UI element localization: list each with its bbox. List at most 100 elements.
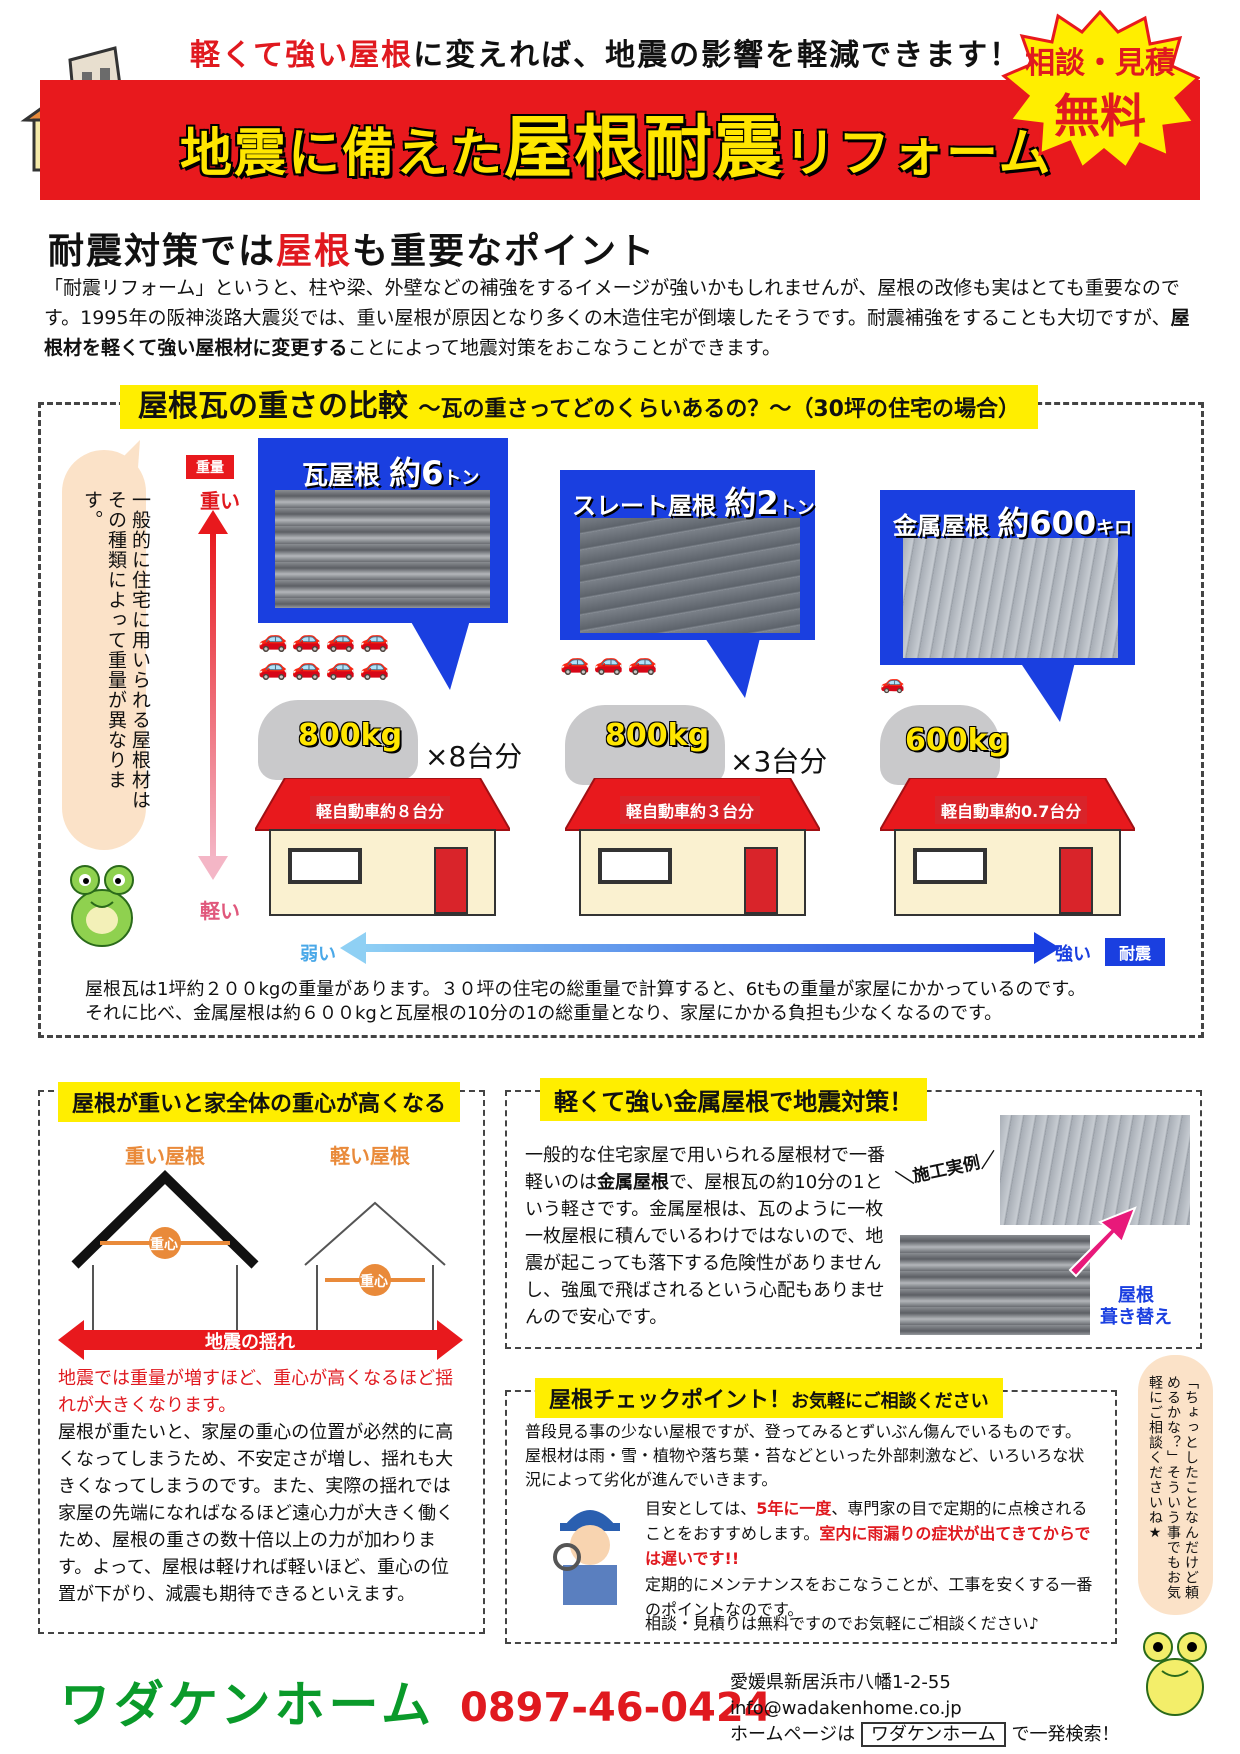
inspector-illustration	[545, 1495, 635, 1609]
intro-heading: 耐震対策では屋根も重要なポイント	[48, 222, 656, 274]
check-body-1: 普段見る事の少ない屋根ですが、登ってみるとずいぶん傷んでいるものです。屋根材は雨…	[525, 1422, 1085, 1489]
roof-unit-metal: キロ	[1096, 518, 1133, 539]
car-icons-metal: 🚗	[880, 670, 905, 694]
comparison-title: 屋根瓦の重さの比較 ～瓦の重さってどのくらいあるの？～（30坪の住宅の場合）	[120, 385, 1038, 429]
light-label: 軽い	[200, 899, 240, 923]
bubble-tail-metal	[1020, 662, 1075, 722]
phone-number[interactable]: 0897-46-0424	[460, 1685, 772, 1731]
metal-body-a: 一般的な住宅家屋で用いられる屋根材で一番軽いのは	[525, 1145, 885, 1193]
car-slate	[565, 705, 725, 785]
roof-unit-slate: トン	[778, 498, 815, 519]
metal-body-b: で、屋根瓦の約10分の1という軽さです。金属屋根は、瓦のように一枚一枚屋根に積ん…	[525, 1172, 885, 1328]
car-icons-tile: 🚗🚗🚗🚗🚗🚗🚗🚗	[258, 625, 394, 681]
quake-arrow	[58, 1320, 463, 1360]
after-photo	[1000, 1115, 1190, 1225]
check-body-2b: 、専門家の目で定期的に点検されることをおすすめします。	[645, 1499, 1088, 1543]
gravity-red-text: 地震では重量が増すほど、重心が高くなるほど揺れが大きくなります。	[58, 1368, 454, 1416]
homepage-line: ホームページは ワダケンホーム で一発検索！	[730, 1722, 1120, 1748]
gravity-title: 屋根が重いと家全体の重心が高くなる	[58, 1082, 461, 1122]
roof-name-tile: 瓦屋根	[302, 461, 381, 491]
quake-label: 地震の揺れ	[205, 1332, 295, 1353]
intro-paragraph: 「耐震リフォーム」というと、柱や梁、外壁などの補強をするイメージが強いかもしれま…	[44, 273, 1194, 363]
check-body-2-red: 5年に一度	[756, 1499, 832, 1518]
comparison-note-1: 屋根瓦は1坪約２００kgの重量があります。３０坪の住宅の総重量で計算すると、6t…	[85, 979, 1086, 1000]
replace-label-1: 屋根	[1118, 1285, 1154, 1306]
page-title: 地震に備えた屋根耐震リフォーム	[180, 92, 1052, 191]
side-bubble-text: 「ちょっとしたことなんだけど頼めるかな？」そういう事でもお気軽にご相談くださいね…	[1147, 1375, 1199, 1600]
hp-text-a: ホームページは	[730, 1724, 856, 1745]
car-weight-metal: 600kg	[905, 723, 1010, 758]
comparison-note-2: それに比べ、金属屋根は約６００kgと瓦屋根の10分の1の総重量となり、家屋にかか…	[85, 1003, 1003, 1024]
replace-arrow	[1068, 1206, 1137, 1278]
hp-text-b: で一発検索！	[1011, 1724, 1120, 1745]
side-note-bubble	[62, 450, 146, 850]
metal-body-bold: 金属屋根	[597, 1172, 669, 1193]
search-box[interactable]: ワダケンホーム	[860, 1722, 1006, 1747]
title-band	[40, 80, 1200, 200]
frog-mascot-small	[1130, 1625, 1220, 1724]
title-part-a: 地震に備えた	[180, 124, 505, 184]
frog-mascot	[55, 860, 150, 954]
house-label-tile: 軽自動車約８台分	[310, 796, 451, 824]
title-part-c: リフォーム	[784, 124, 1053, 184]
car-metal	[880, 705, 1000, 785]
side-bubble	[1138, 1355, 1213, 1615]
roof-weight-tile: 約6	[389, 454, 444, 492]
intro-text-1: 「耐震リフォーム」というと、柱や梁、外壁などの補強をするイメージが強いかもしれま…	[44, 277, 1180, 329]
intro-text-2: ことによって地震対策をおこなうことができます。	[347, 337, 782, 359]
car-multiplier-slate: ×3台分	[730, 745, 828, 778]
bubble-tail	[120, 440, 140, 468]
metal-title: 軽くて強い金属屋根で地震対策！	[540, 1078, 928, 1121]
comparison-subtitle: ～瓦の重さってどのくらいあるの？～（30坪の住宅の場合）	[418, 397, 1020, 422]
heavy-label: 重い	[200, 489, 240, 513]
email-link[interactable]: info@wadakenhome.co.jp	[730, 1698, 962, 1719]
center-label-light: 重心	[360, 1274, 388, 1290]
roof-weight-metal: 約600	[997, 504, 1097, 542]
light-roof-label: 軽い屋根	[330, 1144, 410, 1168]
intro-text-bold: 屋根材を軽くて強い屋根材に変更する	[44, 307, 1190, 359]
bubble-tail-tile	[410, 620, 470, 690]
check-title: 屋根チェックポイント！お気軽にご相談ください	[535, 1378, 1003, 1418]
company-name: ワダケンホーム	[60, 1676, 435, 1734]
intro-heading-b: も重要なポイント	[352, 231, 657, 272]
check-body-2a: 目安としては、	[645, 1499, 757, 1518]
badge-line2: 無料	[1054, 89, 1146, 143]
house-slate	[565, 778, 820, 916]
roof-title-tile: 瓦屋根 約6トン	[302, 448, 479, 494]
resistance-tag: 耐震	[1105, 938, 1166, 966]
resistance-arrow	[340, 932, 1060, 964]
comparison-title-main: 屋根瓦の重さの比較	[138, 389, 408, 424]
badge-text: 相談・見積 無料	[1010, 38, 1190, 142]
before-photo	[900, 1235, 1090, 1335]
title-part-b: 屋根耐震	[504, 109, 785, 188]
tagline-rest: に変えれば、地震の影響を軽減できます！	[413, 38, 1022, 73]
house-label-metal: 軽自動車約0.7台分	[935, 796, 1088, 824]
contact-info: 愛媛県新居浜市八幡1-2-55 info@wadakenhome.co.jp ホ…	[730, 1670, 1120, 1748]
car-weight-slate: 800kg	[605, 718, 710, 753]
metal-body: 一般的な住宅家屋で用いられる屋根材で一番軽いのは金属屋根で、屋根瓦の約10分の1…	[525, 1142, 890, 1331]
check-body-2: 目安としては、5年に一度、専門家の目で定期的に点検されることをおすすめします。室…	[645, 1496, 1100, 1571]
roof-name-metal: 金属屋根	[893, 512, 989, 540]
tile-roof-photo	[275, 490, 490, 608]
gravity-diagram	[71, 1170, 446, 1335]
roof-name-slate: スレート屋根	[572, 492, 716, 520]
roof-unit-tile: トン	[443, 468, 480, 489]
metal-roof-photo	[903, 538, 1118, 658]
check-body-3: 定期的にメンテナンスをおこなうことが、工事を安くする一番のポイントなのです。	[645, 1575, 1093, 1619]
check-body-4: 相談・見積りは無料ですのでお気軽にご相談ください♪	[645, 1614, 1039, 1633]
tagline: 軽くて強い屋根に変えれば、地震の影響を軽減できます！	[190, 30, 1021, 74]
weight-arrow	[198, 510, 228, 880]
replace-label: 屋根 葺き替え	[1100, 1285, 1172, 1329]
roof-title-metal: 金属屋根 約600キロ	[893, 498, 1132, 544]
check-title-a: 屋根チェックポイント！	[549, 1388, 792, 1413]
intro-heading-a: 耐震対策では	[48, 231, 277, 272]
slate-roof-photo	[580, 518, 800, 633]
check-title-b: お気軽にご相談ください	[791, 1391, 989, 1412]
car-multiplier-tile: ×8台分	[425, 740, 523, 773]
strong-label: 強い	[1055, 944, 1091, 965]
side-note: 一般的に住宅に用いられる屋根材はその種類によって重量が異なります。	[81, 490, 151, 810]
weak-label: 弱い	[300, 944, 336, 965]
free-consultation-badge	[1001, 10, 1200, 170]
tagline-highlight: 軽くて強い屋根	[190, 38, 414, 73]
bubble-tail-slate	[705, 638, 760, 698]
